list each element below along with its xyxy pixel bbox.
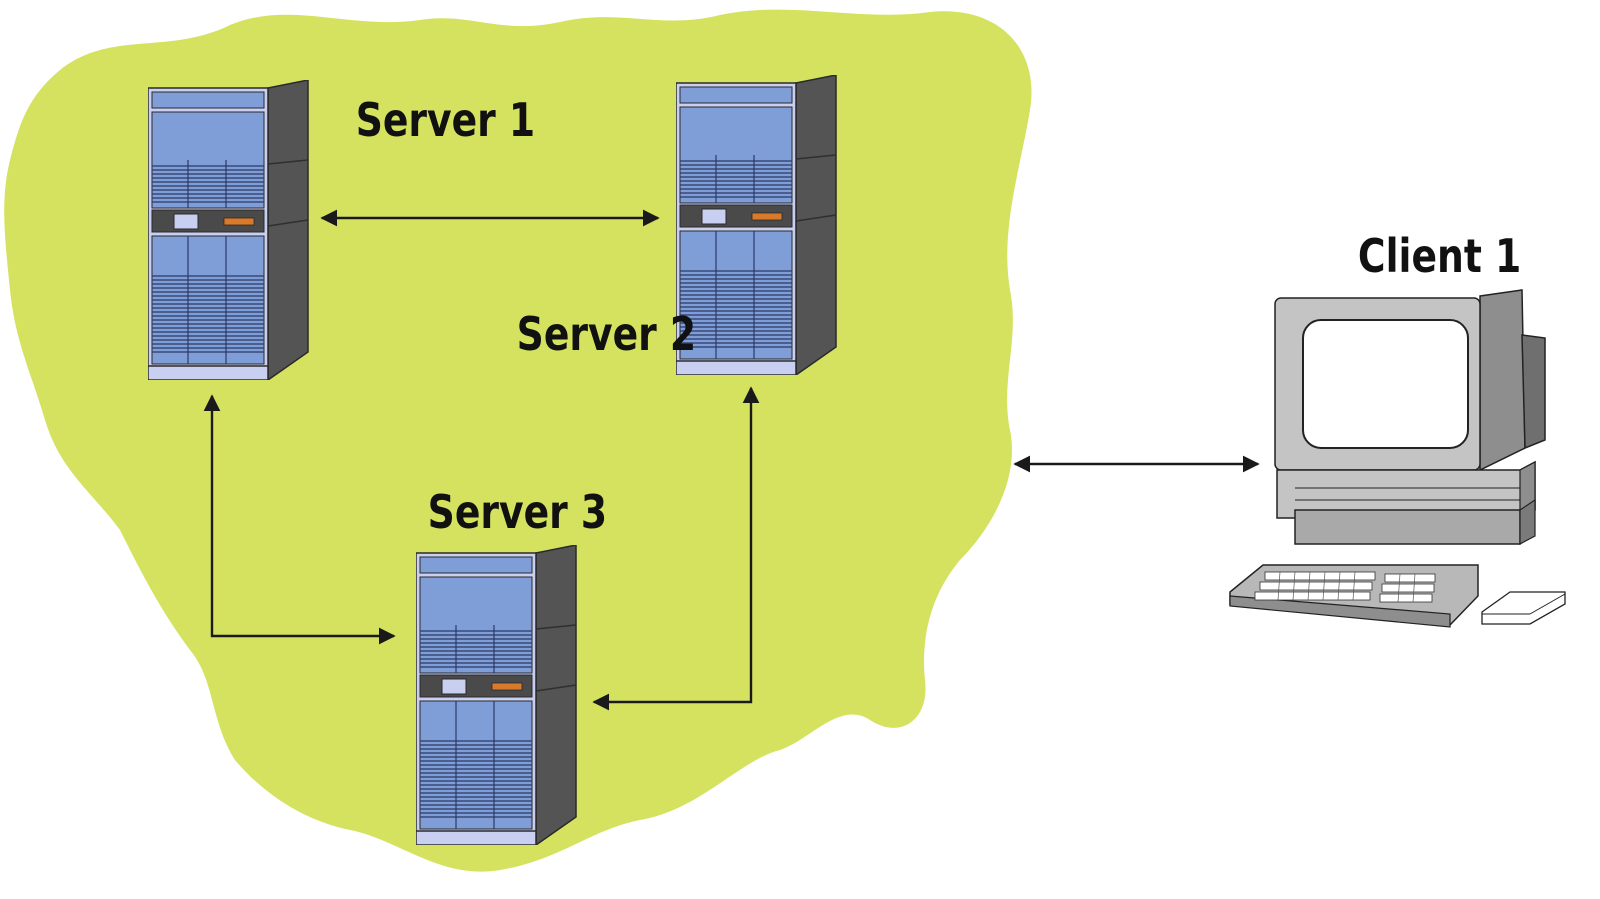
server-2-label: Server 2 [517,307,696,361]
server-3-label: Server 3 [428,485,607,539]
server-1-icon [148,80,308,380]
server-3-icon [416,545,576,845]
link-server2-server3 [592,386,760,711]
client-1-label: Client 1 [1358,229,1521,283]
link-server1-server3 [203,394,396,645]
server-2-icon [676,75,836,375]
server-1-label: Server 1 [356,93,535,147]
client-computer-icon [1229,289,1566,628]
